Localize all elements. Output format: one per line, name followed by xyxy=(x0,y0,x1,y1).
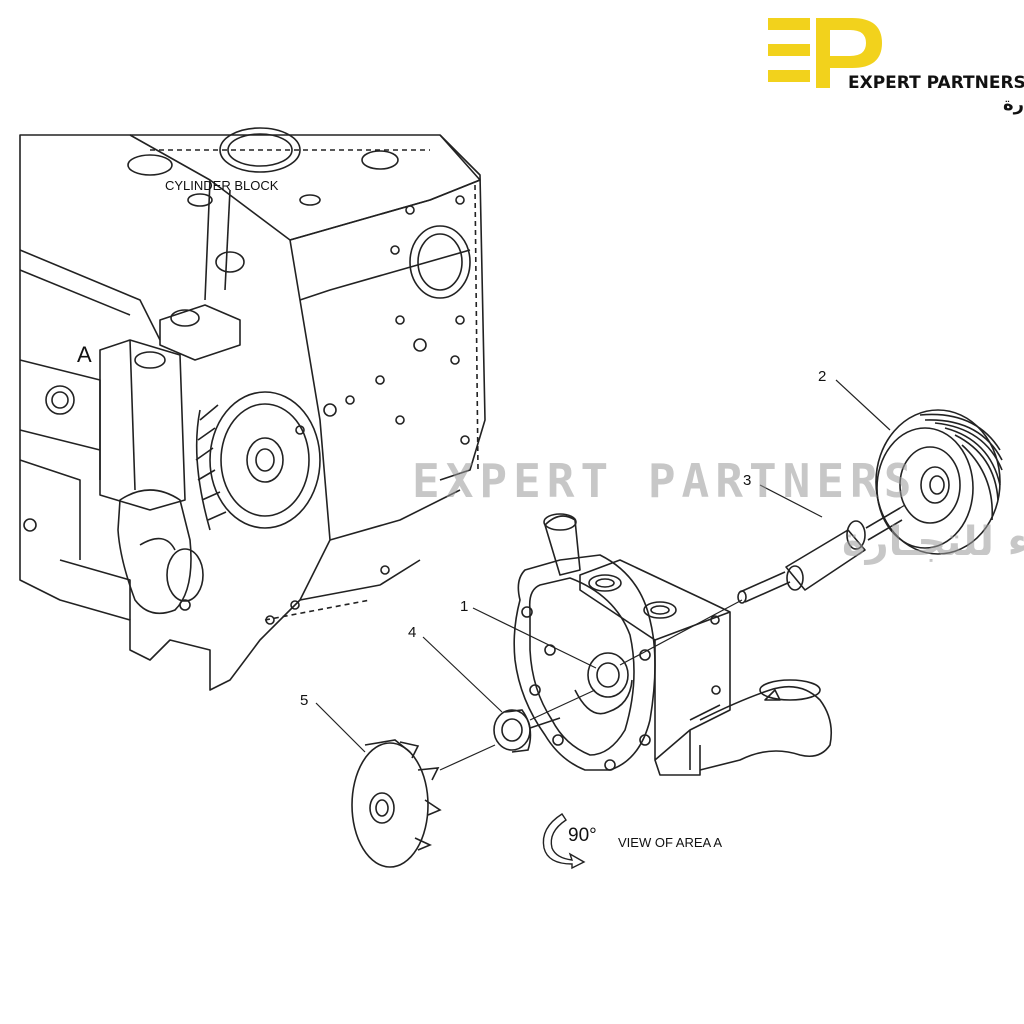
watermark-text-ar: شركـاء الخبـراء للتجـارة xyxy=(842,519,1024,565)
rotation-angle: 90° xyxy=(568,825,597,846)
shaft-drawing xyxy=(737,507,903,604)
callout-1: 1 xyxy=(460,598,468,615)
pulley-drawing xyxy=(875,409,1003,555)
callout-4: 4 xyxy=(408,624,416,641)
callout-3: 3 xyxy=(743,472,751,489)
brand-name-ar: شركـاء الخبـراء للتجـارة xyxy=(1003,94,1024,115)
view-caption: VIEW OF AREA A xyxy=(618,835,722,850)
rotation-indicator: 90° VIEW OF AREA A xyxy=(542,813,722,870)
cylinder-block-label: CYLINDER BLOCK xyxy=(165,178,279,193)
brand-name-en: EXPERT PARTNERS xyxy=(848,73,1024,93)
callout-numbers: 1 2 3 4 5 xyxy=(300,368,826,709)
callout-5: 5 xyxy=(300,692,308,709)
callout-2: 2 xyxy=(818,368,826,385)
assembly-axis-lines xyxy=(439,504,906,771)
pump-housing-drawing xyxy=(513,513,833,776)
rotation-arrow-icon xyxy=(542,813,586,870)
area-marker-label: A xyxy=(77,342,92,367)
ep-logo-icon xyxy=(768,18,882,88)
impeller-drawing xyxy=(351,739,442,868)
callout-leaders xyxy=(315,379,891,753)
watermark-text-en: EXPERT PARTNERS xyxy=(412,454,917,508)
brand-logo: EXPERT PARTNERS شركـاء الخبـراء للتجـارة xyxy=(768,18,1024,115)
cylinder-block-drawing xyxy=(19,127,486,691)
seal-drawing xyxy=(493,709,561,753)
watermark: EXPERT PARTNERS شركـاء الخبـراء للتجـارة xyxy=(412,454,1024,565)
